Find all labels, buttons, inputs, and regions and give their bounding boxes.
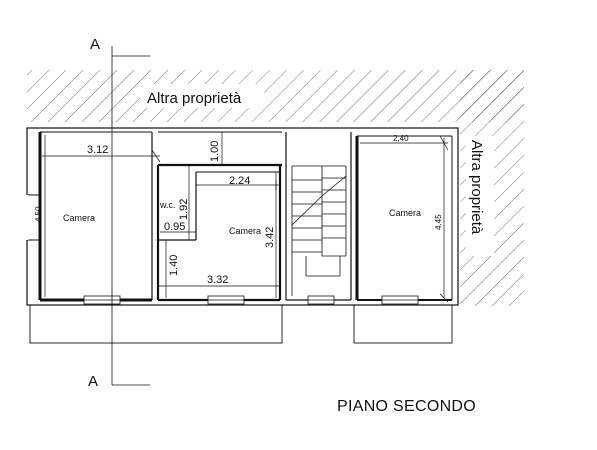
walls xyxy=(25,127,459,344)
dim-right-width: 2,40 xyxy=(393,134,409,143)
dimension-lines xyxy=(42,132,449,303)
dim-wc-width: 0.95 xyxy=(164,221,185,233)
dim-left-width: 3.12 xyxy=(87,144,108,156)
section-line-a-a xyxy=(111,46,150,386)
section-mark-top: A xyxy=(90,36,100,53)
staircase xyxy=(291,165,347,296)
room-label-left: Camera xyxy=(63,213,95,223)
hatched-neighbor-area xyxy=(27,70,524,306)
dim-center-width: 2.24 xyxy=(229,175,250,187)
room-label-wc: w.c. xyxy=(159,200,176,210)
neighbor-label-right: Altra proprietà xyxy=(468,140,485,235)
dim-corridor: 1.00 xyxy=(209,141,221,162)
room-label-right: Camera xyxy=(389,208,421,218)
dim-left-height: 4.50 xyxy=(34,206,43,222)
windows xyxy=(83,295,419,305)
dim-center-height: 3.42 xyxy=(264,227,276,248)
section-mark-bottom: A xyxy=(88,373,98,390)
dim-right-height: 4.45 xyxy=(434,214,443,230)
dim-lower-width: 3.32 xyxy=(207,274,228,286)
room-label-center: Camera xyxy=(229,226,261,236)
floor-title: PIANO SECONDO xyxy=(337,398,476,415)
dim-wc-height: 1.92 xyxy=(178,199,190,220)
neighbor-label-top: Altra proprietà xyxy=(147,90,242,107)
dim-lower-height: 1.40 xyxy=(168,255,180,276)
